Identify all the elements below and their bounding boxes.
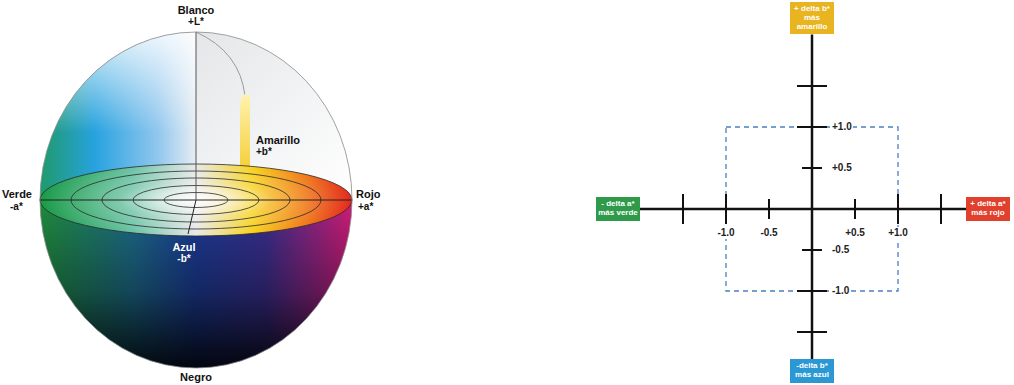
axis-sign: +L* <box>188 17 204 27</box>
axis-name: Negro <box>180 372 212 383</box>
color-sphere <box>40 32 352 368</box>
axis-name: Blanco <box>178 5 215 16</box>
tick-value: -0.5 <box>759 227 778 239</box>
axis-line <box>811 34 814 359</box>
axis-name: Amarillo <box>256 135 300 146</box>
tick-value: -0.5 <box>831 244 850 256</box>
axis-name: Verde <box>2 189 32 200</box>
tick-value: +0.5 <box>844 227 866 239</box>
axis-sign: +a* <box>358 202 373 212</box>
l-axis <box>196 32 197 200</box>
axis-name: Rojo <box>356 189 380 200</box>
axis-sign: -a* <box>10 202 23 212</box>
box-text: + delta a* más rojo <box>968 200 1008 218</box>
delta-b-minus-box: -delta b* más azul <box>790 359 834 383</box>
box-text: - delta a* más verde <box>598 200 638 218</box>
tick-value: +1.0 <box>831 121 853 133</box>
axis-line <box>640 208 966 211</box>
box-text: -delta b* más azul <box>792 362 832 380</box>
delta-a-plus-box: + delta a* más rojo <box>966 197 1010 221</box>
axis-sign: -b* <box>177 254 190 264</box>
tick-value: +1.0 <box>887 227 909 239</box>
sphere-outline <box>40 32 352 368</box>
tick-value: -1.0 <box>716 227 735 239</box>
cut-edge <box>196 32 245 96</box>
axis-sign: +b* <box>256 147 272 157</box>
delta-a-minus-box: - delta a* más verde <box>596 197 640 221</box>
delta-b-plus-box: + delta b* más amarillo <box>790 2 834 34</box>
axis-name: Azul <box>172 242 195 253</box>
tick-value: +0.5 <box>831 162 853 174</box>
b-axis <box>188 200 196 234</box>
tick-value: -1.0 <box>831 285 850 297</box>
box-text: + delta b* más amarillo <box>792 5 832 31</box>
